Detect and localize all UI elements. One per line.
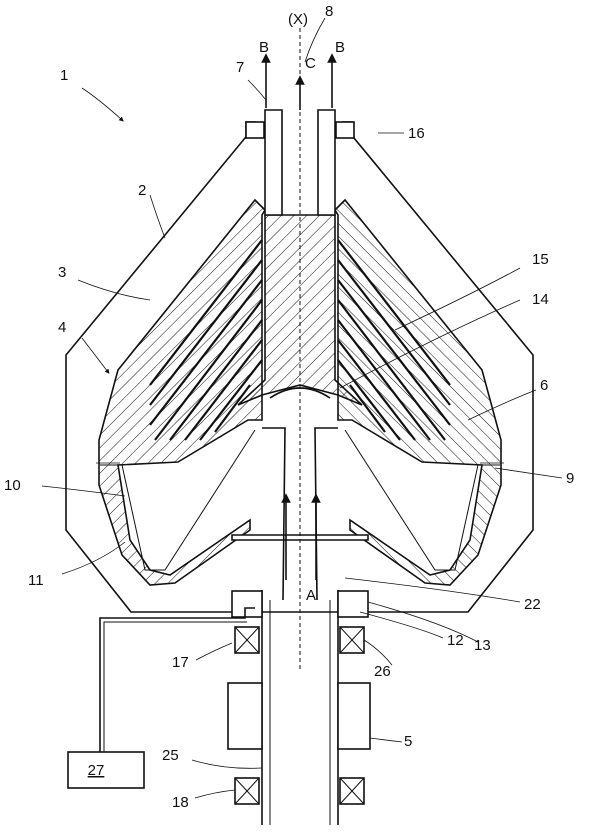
outlet-tube-left: [264, 109, 283, 216]
control-unit-box: [67, 751, 145, 789]
bearing-17-left: [234, 626, 260, 654]
label-26: 26: [374, 663, 391, 680]
label-10: 10: [4, 477, 21, 494]
seal-16-right: [335, 121, 355, 139]
seal-block-left: [231, 590, 263, 618]
inlet-pipe-left: [262, 427, 286, 601]
control-line-inner: [103, 621, 247, 752]
label-16: 16: [408, 125, 425, 142]
seal-block-right: [337, 590, 369, 618]
disc-stack-left: [149, 239, 263, 441]
label-12: 12: [447, 632, 464, 649]
label-1: 1: [60, 67, 68, 84]
label-5: 5: [404, 733, 412, 750]
axis-label: (X): [288, 11, 308, 28]
bearing-17-right: [339, 626, 365, 654]
label-3: 3: [58, 264, 66, 281]
label-22: 22: [524, 596, 541, 613]
label-13: 13: [474, 637, 491, 654]
label-7: 7: [236, 59, 244, 76]
label-flow-a: A: [306, 587, 316, 604]
motor-stator-right: [337, 682, 371, 750]
inlet-pipe-right: [314, 427, 338, 601]
label-8: 8: [325, 3, 333, 20]
rotor-bowl-shell: [98, 198, 267, 586]
sludge-channel-right: [344, 429, 500, 571]
label-4: 4: [58, 319, 66, 336]
label-2: 2: [138, 182, 146, 199]
label-6: 6: [540, 377, 548, 394]
sludge-channel-left: [100, 429, 256, 571]
label-9: 9: [566, 470, 574, 487]
label-25: 25: [162, 747, 179, 764]
outlet-tube-right: [317, 109, 336, 216]
label-14: 14: [532, 291, 549, 308]
label-15: 15: [532, 251, 549, 268]
control-line: [99, 607, 255, 752]
label-flow-b-right: B: [335, 39, 345, 56]
label-17: 17: [172, 654, 189, 671]
leader-lines: [41, 17, 563, 799]
bearing-18-right: [339, 777, 365, 805]
label-18: 18: [172, 794, 189, 811]
disc-stack-right: [337, 239, 451, 441]
label-27: 27: [88, 762, 105, 779]
label-flow-c: C: [305, 55, 316, 72]
seal-16-left: [245, 121, 265, 139]
bearing-18-left: [234, 777, 260, 805]
lower-hub: [231, 534, 369, 541]
label-11: 11: [28, 572, 44, 589]
rotor-bowl-shell-right: [333, 198, 502, 586]
motor-stator-left: [227, 682, 263, 750]
label-flow-b-left: B: [259, 39, 269, 56]
